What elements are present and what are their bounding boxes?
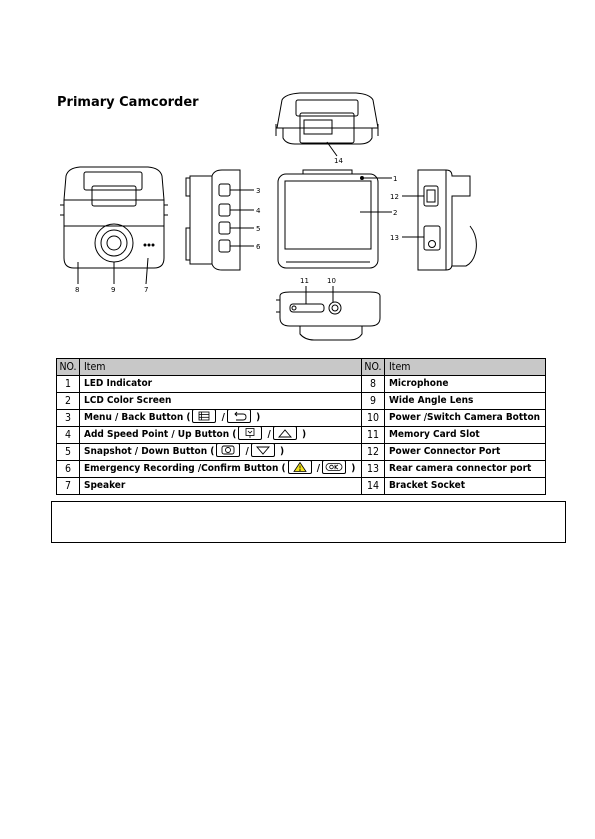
callout-9: 9	[111, 286, 115, 294]
table-header-row: NO. Item NO. Item	[56, 358, 547, 376]
callout-1: 1	[393, 175, 397, 183]
table-row: 6 Emergency Recording /Confirm Button ( …	[56, 460, 547, 478]
row-item: Rear camera connector port	[383, 460, 547, 478]
row-item: Power Connector Port	[383, 443, 547, 461]
table-row: 1 LED Indicator 8 Microphone	[56, 375, 547, 393]
callout-3: 3	[256, 187, 260, 195]
section-title: Primary Camcorder	[57, 95, 199, 110]
callout-14: 14	[334, 157, 343, 165]
callout-5: 5	[256, 225, 260, 233]
ok-icon	[322, 460, 347, 474]
callout-6: 6	[256, 243, 261, 251]
row-number: 14	[360, 477, 385, 495]
bottom-view-illustration	[276, 286, 381, 341]
row-item: Menu / Back Button ( / )	[79, 409, 362, 427]
header-item-left: Item	[79, 358, 362, 376]
row-item: Emergency Recording /Confirm Button ( / …	[79, 460, 362, 478]
callout-8: 8	[75, 286, 79, 294]
row-number: 1	[56, 375, 80, 393]
row-item: Snapshot / Down Button ( / )	[79, 443, 362, 461]
right-side-view-illustration	[402, 169, 477, 271]
table-row: 7 Speaker 14 Bracket Socket	[56, 477, 547, 495]
warning-triangle-icon	[287, 460, 312, 474]
callout-2: 2	[393, 209, 397, 217]
row-number: 11	[360, 426, 385, 444]
row-item: Power /Switch Camera Botton	[383, 409, 547, 427]
menu-list-icon	[192, 409, 217, 423]
callout-10: 10	[327, 277, 336, 285]
row-number: 6	[56, 460, 80, 478]
callout-4: 4	[256, 207, 261, 215]
table-row: 3 Menu / Back Button ( / ) 10 Power /Swi…	[56, 409, 547, 427]
row-number: 10	[360, 409, 385, 427]
left-side-view-illustration	[185, 169, 254, 271]
row-item: Speaker	[79, 477, 362, 495]
table-row: 2 LCD Color Screen 9 Wide Angle Lens	[56, 392, 547, 410]
header-no-left: NO.	[56, 358, 80, 376]
row-item: Memory Card Slot	[383, 426, 547, 444]
row-item: Bracket Socket	[383, 477, 547, 495]
front-view-illustration	[60, 166, 168, 285]
up-triangle-icon	[272, 426, 297, 440]
row-item: Add Speed Point / Up Button ( / )	[79, 426, 362, 444]
row-number: 12	[360, 443, 385, 461]
callout-11: 11	[300, 277, 309, 285]
row-number: 9	[360, 392, 385, 410]
camera-icon	[216, 443, 241, 457]
row-number: 4	[56, 426, 80, 444]
table-row: 5 Snapshot / Down Button ( / ) 12 Power …	[56, 443, 547, 461]
table-row: 4 Add Speed Point / Up Button ( / ) 11 M…	[56, 426, 547, 444]
down-triangle-icon	[250, 443, 275, 457]
callout-12: 12	[390, 193, 399, 201]
row-item: Microphone	[383, 375, 547, 393]
row-number: 8	[360, 375, 385, 393]
row-number: 7	[56, 477, 80, 495]
row-item: Wide Angle Lens	[383, 392, 547, 410]
note-box	[51, 501, 566, 543]
row-item: LED Indicator	[79, 375, 362, 393]
back-view-illustration	[277, 169, 392, 269]
parts-table: NO. Item NO. Item 1 LED Indicator 8 Micr…	[56, 358, 547, 495]
header-no-right: NO.	[360, 358, 385, 376]
row-number: 2	[56, 392, 80, 410]
callout-7: 7	[144, 286, 148, 294]
row-item: LCD Color Screen	[79, 392, 362, 410]
header-item-right: Item	[383, 358, 547, 376]
back-arrow-icon	[226, 409, 251, 423]
row-number: 5	[56, 443, 80, 461]
callout-13: 13	[390, 234, 399, 242]
speed-point-icon	[238, 426, 263, 440]
camcorder-diagram: 14 8 9 7 3 4 5 6	[60, 92, 477, 341]
row-number: 3	[56, 409, 80, 427]
top-view-illustration	[275, 92, 379, 157]
row-number: 13	[360, 460, 385, 478]
